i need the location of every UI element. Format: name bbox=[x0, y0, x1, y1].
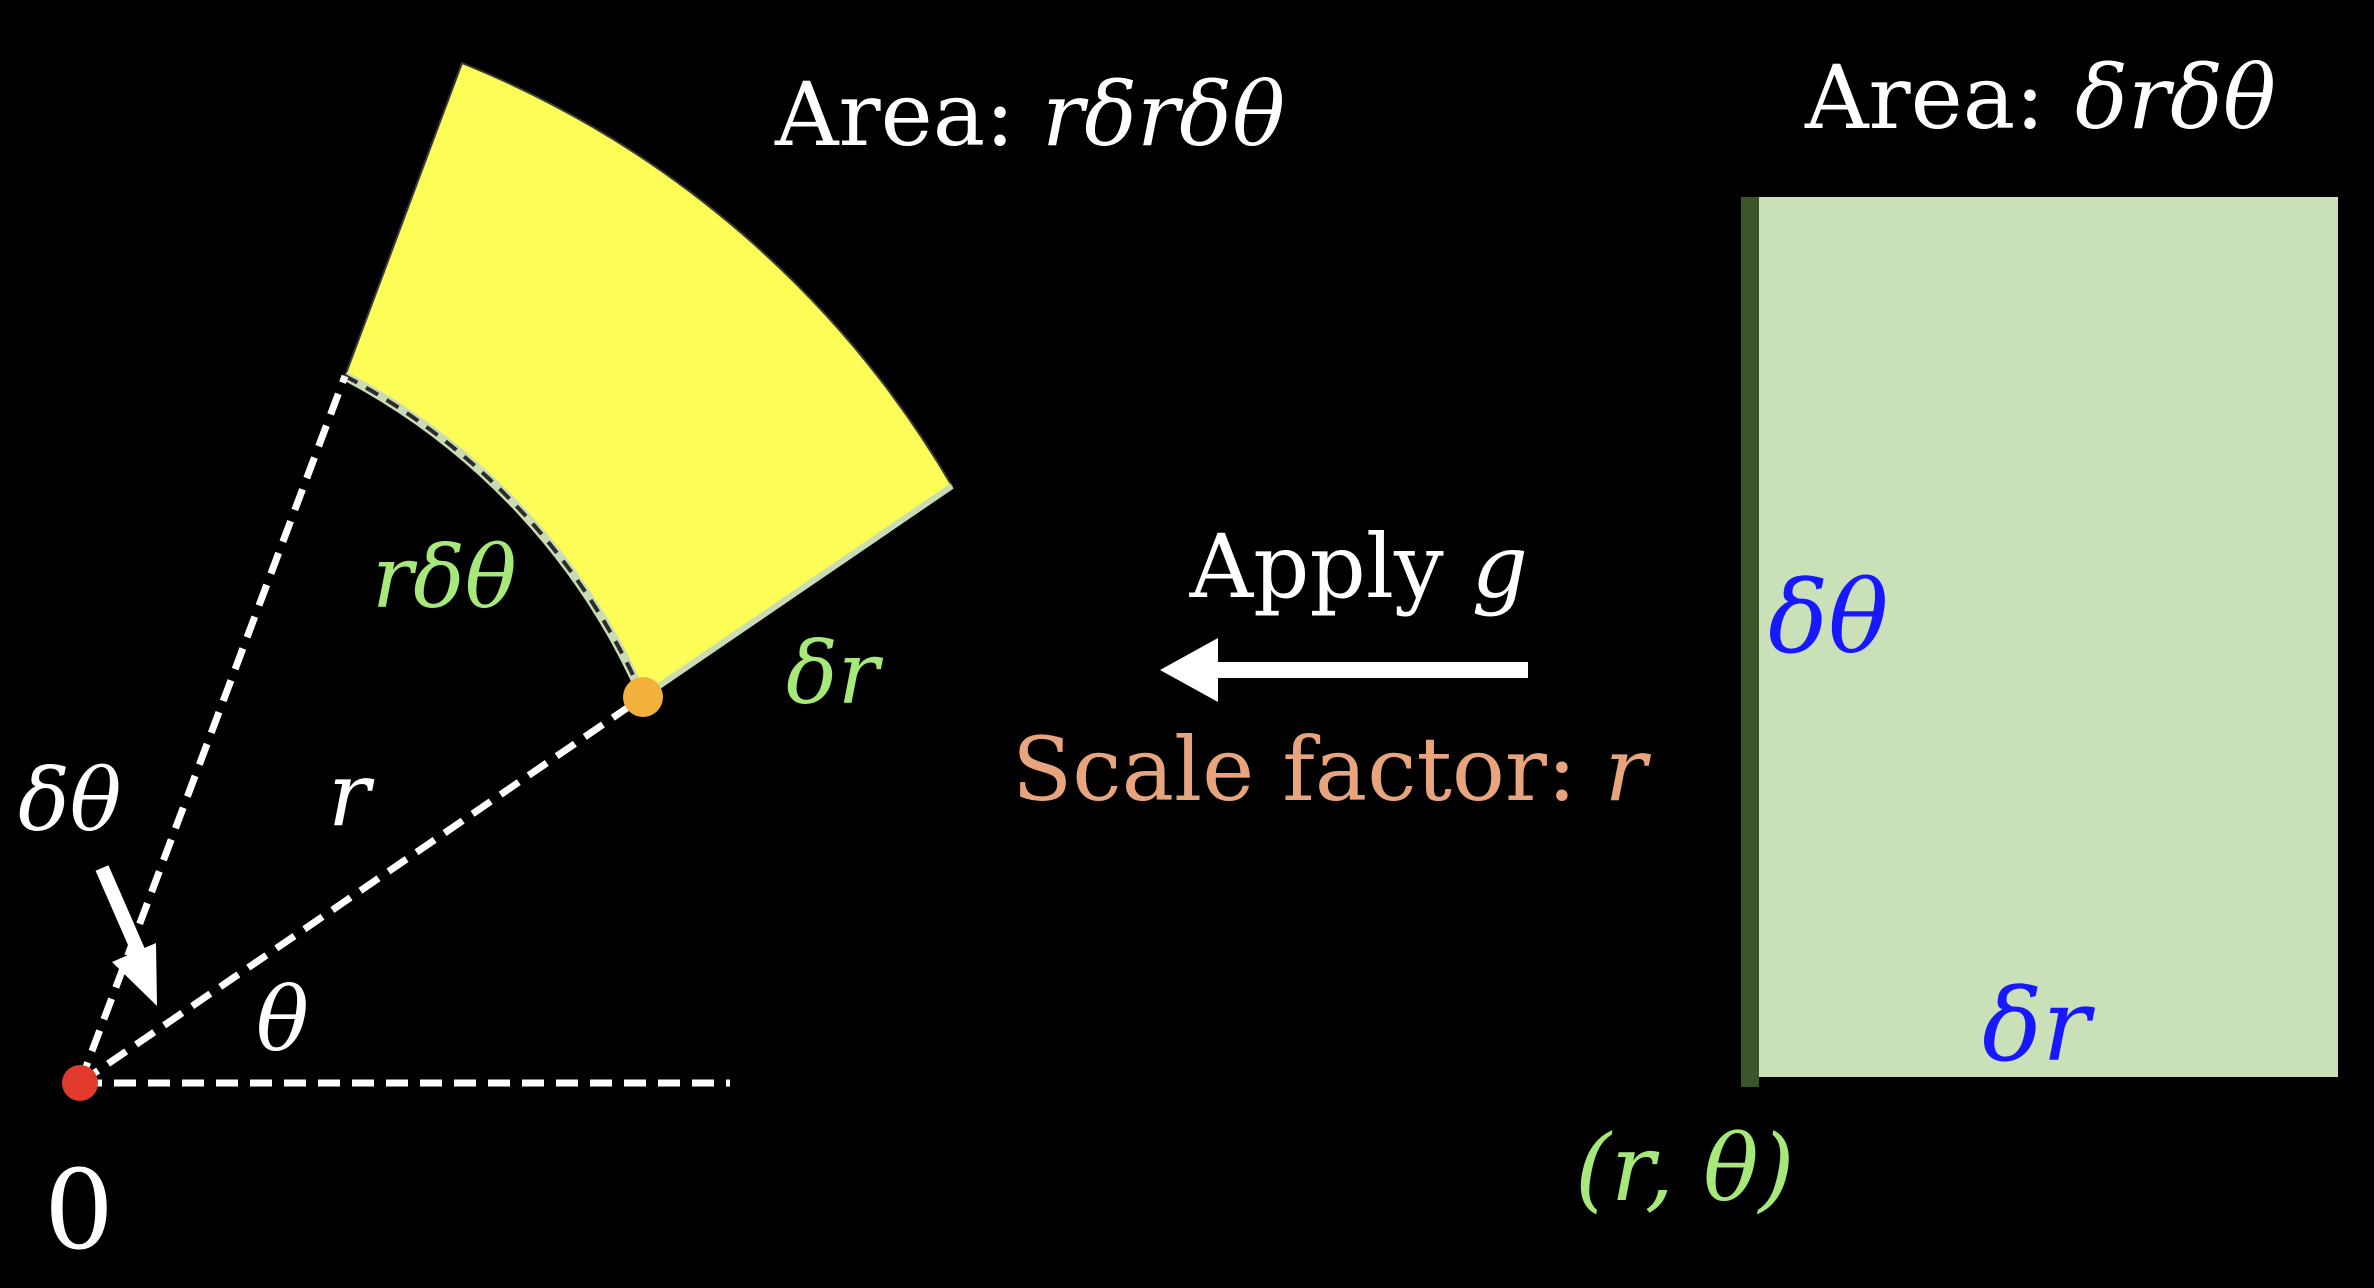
apply-function: g bbox=[1472, 515, 1528, 618]
rectangle-left-edge bbox=[1741, 197, 1759, 1087]
radius-label: r bbox=[328, 743, 375, 846]
scale-factor-label: Scale factor: r bbox=[1012, 718, 1652, 821]
rectangle-width-label: δr bbox=[1982, 967, 2095, 1084]
left-area-expression: rδrδθ bbox=[1042, 63, 1285, 166]
apply-label: Apply g bbox=[1189, 515, 1528, 618]
theta-label: θ bbox=[256, 968, 309, 1071]
scale-factor-prefix: Scale factor: bbox=[1012, 718, 1605, 821]
radial-width-label: δr bbox=[786, 624, 884, 724]
corner-point-label: (r, θ) bbox=[1575, 1115, 1795, 1222]
apply-arrow-head bbox=[1160, 638, 1218, 702]
rectangular-diagram: Area: δrδθ δθ δr (r, θ) bbox=[1575, 46, 2338, 1222]
point-dot bbox=[623, 677, 663, 717]
mapping-annotation: Apply g Scale factor: r bbox=[1012, 515, 1652, 821]
delta-theta-arrow-head bbox=[112, 943, 157, 1006]
area-element-rectangle bbox=[1741, 197, 2338, 1077]
apply-prefix: Apply bbox=[1189, 515, 1472, 618]
right-area-expression: δrδθ bbox=[2075, 46, 2276, 149]
inner-arc-dashes bbox=[344, 374, 645, 698]
right-area-prefix: Area: bbox=[1804, 46, 2045, 149]
radial-edge-highlight bbox=[641, 483, 954, 700]
rectangle-height-label: δθ bbox=[1768, 559, 1888, 676]
delta-theta-label: δθ bbox=[18, 751, 122, 851]
delta-theta-arrow-shaft bbox=[95, 865, 147, 958]
scale-factor-value: r bbox=[1605, 718, 1652, 821]
radius-dashed-line bbox=[78, 694, 645, 1086]
origin-label: 0 bbox=[44, 1146, 114, 1274]
left-area-prefix: Area: bbox=[774, 63, 1015, 166]
polar-sector-diagram: Area: rδrδθ rδθ δr r δθ θ 0 bbox=[18, 61, 1285, 1274]
rotated-radius-dashed-line bbox=[76, 374, 349, 1085]
arc-length-label: rδθ bbox=[372, 528, 517, 628]
origin-dot bbox=[62, 1065, 98, 1101]
